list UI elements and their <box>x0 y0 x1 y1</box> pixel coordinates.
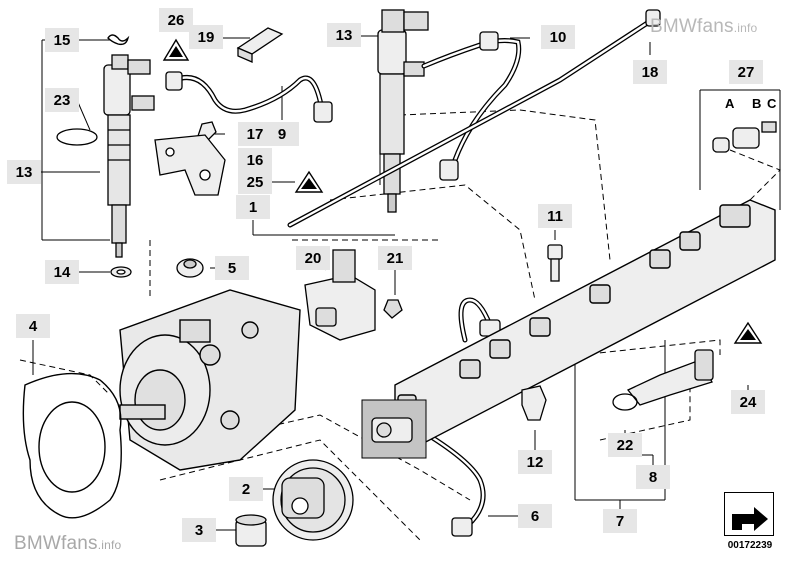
pressure-regulator-part <box>304 249 403 341</box>
injector-right-part <box>377 9 429 213</box>
callout-label[interactable]: 27 <box>729 60 763 84</box>
callout-label[interactable]: 16 <box>238 148 272 172</box>
callout-label[interactable]: 13 <box>7 160 41 184</box>
callout-label[interactable]: 14 <box>45 260 79 284</box>
clip-12-part <box>521 385 547 421</box>
watermark-top: BMWfans.info <box>650 16 758 37</box>
bolt-part <box>547 244 563 282</box>
callout-label[interactable]: 6 <box>518 504 552 528</box>
callout-label[interactable]: 24 <box>731 390 765 414</box>
callout-label[interactable]: 15 <box>45 28 79 52</box>
variant-letter-c: C <box>767 96 777 111</box>
callout-label[interactable]: 22 <box>608 433 642 457</box>
callout-label[interactable]: 23 <box>45 88 79 112</box>
document-number: 00172239 <box>727 540 773 551</box>
gear-part <box>272 459 354 541</box>
callout-label[interactable]: 20 <box>296 246 330 270</box>
callout-label[interactable]: 25 <box>238 170 272 194</box>
gasket-part <box>22 372 122 519</box>
fuel-lines <box>172 15 658 528</box>
callout-label[interactable]: 26 <box>159 8 193 32</box>
callout-label[interactable]: 11 <box>538 204 572 228</box>
seal-strip-part <box>236 27 284 63</box>
sensor-part <box>371 417 413 443</box>
connector-part <box>712 121 777 153</box>
warning-triangle-icon <box>162 38 763 344</box>
watermark-bottom: BMWfans.info <box>14 533 122 554</box>
callout-label[interactable]: 12 <box>518 450 552 474</box>
callout-label[interactable]: 13 <box>327 23 361 47</box>
high-pressure-pump-part <box>119 289 301 471</box>
reference-arrow-icon <box>732 507 768 531</box>
callout-label[interactable]: 5 <box>215 256 249 280</box>
callout-label[interactable]: 2 <box>229 477 263 501</box>
seal-ring-part <box>176 258 204 278</box>
callout-label[interactable]: 7 <box>603 509 637 533</box>
callout-label[interactable]: 4 <box>16 314 50 338</box>
callout-label[interactable]: 3 <box>182 518 216 542</box>
variant-letter-b: B <box>752 96 762 111</box>
variant-letter-a: A <box>725 96 735 111</box>
line-fittings <box>165 9 661 537</box>
sleeve-part <box>235 514 267 547</box>
callout-label[interactable]: 18 <box>633 60 667 84</box>
callout-label[interactable]: 21 <box>378 246 412 270</box>
valve-part <box>612 349 714 411</box>
callout-label[interactable]: 1 <box>236 195 270 219</box>
callout-label[interactable]: 9 <box>265 122 299 146</box>
clip-part <box>107 34 130 46</box>
injector-left-part <box>56 54 155 278</box>
callout-label[interactable]: 19 <box>189 25 223 49</box>
bracket-part <box>154 121 226 196</box>
callout-label[interactable]: 8 <box>636 465 670 489</box>
fuel-rail-part <box>394 199 776 446</box>
callout-label[interactable]: 10 <box>541 25 575 49</box>
